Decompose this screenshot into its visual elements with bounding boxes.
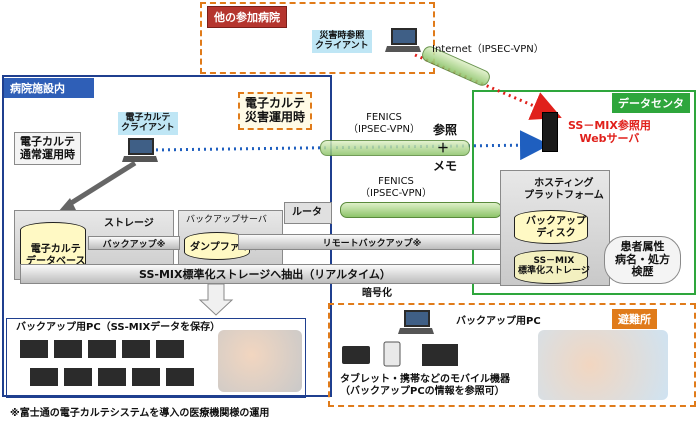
ssmix-storage-cylinder [514, 250, 588, 284]
emr-disaster-label: 電子カルテ 災害運用時 [238, 92, 313, 130]
laptop-icon [122, 138, 158, 164]
ssmix-storage-label: SS－MIX 標準化ストレージ [518, 256, 590, 277]
storage-label: ストレージ [104, 218, 154, 229]
dump-file-label: ダンプファイル [190, 242, 260, 253]
router-box [284, 202, 332, 224]
down-arrow [198, 284, 234, 316]
backup-arrow-label: バックアップ※ [102, 239, 166, 250]
remote-backup-arrow: リモートバックアップ※ [238, 234, 506, 250]
backup-disk-label: バックアップ ディスク [526, 216, 586, 239]
backup-pc2-label: バックアップ用PC [456, 316, 541, 327]
ref-memo-plus: ＋ [437, 141, 450, 155]
other-hospital-tag: 他の参加病院 [207, 6, 287, 28]
encrypt-label: 暗号化 [362, 288, 392, 299]
emr-db-label: 電子カルテ データベース [26, 244, 86, 267]
evacuation-tag: 避難所 [612, 309, 657, 329]
router-label: ルータ [292, 207, 322, 218]
emr-normal-label: 電子カルテ 通常運用時 [14, 132, 81, 166]
evacuation-image [538, 330, 668, 400]
backup-pc-laptops [20, 340, 194, 386]
patient-info-label: 患者属性 病名・処方 検歴 [604, 236, 681, 284]
fenics-tube-1 [320, 140, 470, 156]
datacenter-frame [472, 90, 696, 295]
server-icon [542, 112, 558, 152]
hospital-tag: 病院施設内 [4, 78, 94, 98]
disaster-client-label: 災害時参照 クライアント [312, 30, 372, 53]
hosting-label: ホスティング プラットフォーム [524, 178, 604, 201]
mobile-devices [342, 341, 458, 367]
medical-staff-image [218, 330, 302, 392]
laptop-icon [385, 28, 421, 54]
emr-client-label: 電子カルテ クライアント [118, 112, 178, 135]
backup-pc-frame [6, 318, 306, 398]
remote-backup-label: リモートバックアップ※ [322, 238, 422, 249]
ref-memo-2: メモ [433, 159, 458, 173]
footnote: ※富士通の電子カルテシステムを導入の医療機関様の運用 [10, 408, 270, 419]
fenics1-label: FENICS （IPSEC-VPN） [348, 112, 421, 135]
other-hospital-frame [200, 2, 435, 74]
laptop-icon [398, 310, 434, 336]
backup-pc-label: バックアップ用PC（SS-MIXデータを保存） [16, 322, 221, 333]
fenics2-label: FENICS （IPSEC-VPN） [360, 176, 433, 199]
backup-disk-cylinder [514, 210, 588, 244]
evacuation-frame [328, 303, 696, 407]
datacenter-tag: データセンタ [612, 93, 690, 113]
backup-server-label: バックアップサーバ [186, 215, 267, 225]
extract-label: SS-MIX標準化ストレージへ抽出（リアルタイム） [139, 268, 391, 281]
ref-memo-1: 参照 [433, 123, 458, 137]
extract-arrow: SS-MIX標準化ストレージへ抽出（リアルタイム） [20, 264, 510, 284]
mobile-label: タブレット・携帯などのモバイル機器 （バックアップPCの情報を参照可） [340, 374, 510, 397]
internet-vpn-label: Internet（IPSEC-VPN） [432, 44, 544, 55]
fenics-tube-2 [340, 202, 502, 218]
backup-arrow: バックアップ※ [88, 236, 180, 250]
ssmix-web-label: SS－MIX参照用 Webサーバ [568, 119, 651, 145]
